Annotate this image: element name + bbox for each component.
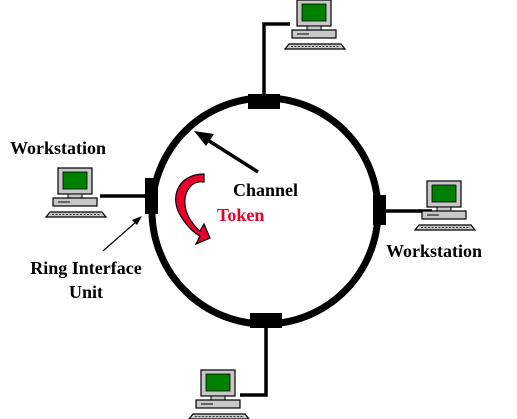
workstation-left-label: Workstation (10, 138, 107, 158)
workstation-right-icon (414, 180, 476, 231)
channel-pointer-arrow (194, 131, 259, 174)
bottom-connection-line (240, 328, 268, 397)
workstation-right-label: Workstation (386, 241, 483, 261)
riu-pointer-arrow (102, 216, 142, 252)
ring-interface-bottom (250, 313, 282, 328)
riu-label-line2: Unit (68, 282, 103, 302)
token-curved-arrow-icon (175, 173, 211, 246)
token-label: Token (217, 205, 265, 225)
channel-label: Channel (233, 180, 299, 200)
workstation-top-icon (284, 0, 346, 50)
connection-lines (100, 22, 432, 397)
riu-label-line1: Ring Interface (30, 258, 142, 278)
ring-interface-top (248, 94, 280, 109)
top-connection-line (262, 22, 290, 96)
ring-interface-right (373, 195, 386, 225)
workstation-left-icon (45, 167, 107, 218)
ring-interface-left (145, 178, 158, 214)
